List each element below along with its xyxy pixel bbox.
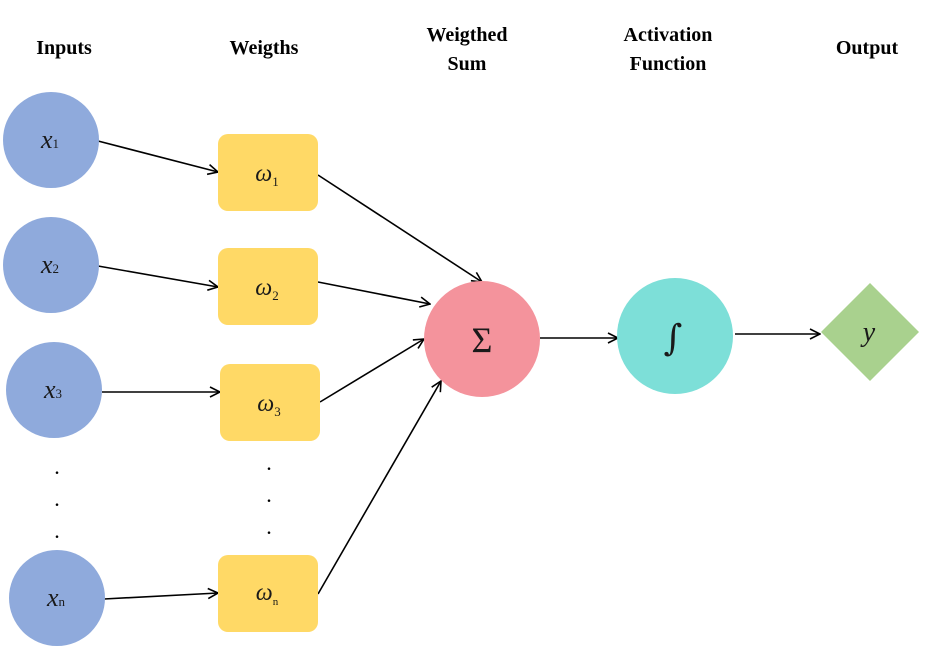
input-node-x1: x1: [3, 92, 99, 188]
output-diamond: [821, 283, 919, 381]
ellipsis-dot: .: [266, 450, 272, 475]
sum-circle: [424, 281, 540, 397]
input-circle: [6, 342, 102, 438]
header-weighted-sum-line2: Sum: [448, 53, 487, 75]
weight-rect: [218, 134, 318, 211]
ellipsis-dot: .: [266, 514, 272, 539]
weight-label: ω3: [257, 391, 280, 419]
input-ellipsis: . . .: [54, 454, 60, 543]
weight-box-w2: ω2: [218, 248, 318, 325]
header-activation-line2: Function: [630, 53, 707, 75]
input-node-xn: xn: [9, 550, 105, 646]
arrow-w1-sum: [317, 174, 482, 282]
weight-box-w3: ω3: [220, 364, 320, 441]
arrow-x1-w1: [97, 140, 218, 172]
input-circle: [3, 92, 99, 188]
weight-rect: [218, 555, 318, 632]
arrow-w3-sum: [319, 339, 424, 403]
header-activation-line1: Activation: [624, 24, 713, 46]
arrow-wn-sum: [317, 381, 441, 595]
arrow-w2-sum: [317, 281, 430, 304]
input-circle: [3, 217, 99, 313]
weight-to-sum-arrows: [317, 174, 482, 595]
weight-box-wn: ωn: [218, 555, 318, 632]
ellipsis-dot: .: [266, 482, 272, 507]
weight-box-w1: ω1: [218, 134, 318, 211]
header-weights: Weigths: [230, 37, 299, 59]
input-label: x3: [43, 375, 62, 404]
ellipsis-dot: .: [54, 518, 60, 543]
input-label: x1: [40, 125, 59, 154]
sum-node: Σ: [424, 281, 540, 397]
activation-symbol: ∫: [664, 318, 683, 359]
header-inputs: Inputs: [36, 37, 92, 59]
weight-label: ω1: [255, 161, 278, 189]
weight-label: ω2: [255, 275, 278, 303]
input-node-x2: x2: [3, 217, 99, 313]
sum-symbol: Σ: [472, 320, 493, 360]
activation-circle: [617, 278, 733, 394]
input-to-weight-arrows: [97, 140, 220, 600]
arrow-x2-w2: [97, 265, 218, 287]
input-label: x2: [40, 250, 59, 279]
input-label: xn: [46, 583, 66, 612]
input-node-x3: x3: [6, 342, 102, 438]
output-node: y: [821, 283, 919, 381]
ellipsis-dot: .: [54, 486, 60, 511]
activation-node: ∫: [617, 278, 733, 394]
weight-label: ωn: [256, 580, 279, 608]
output-symbol: y: [860, 317, 876, 348]
arrow-xn-wn: [103, 593, 218, 600]
ellipsis-dot: .: [54, 454, 60, 479]
header-weighted-sum-line1: Weigthed: [426, 24, 507, 46]
weight-rect: [220, 364, 320, 441]
header-output: Output: [836, 37, 899, 59]
input-circle: [9, 550, 105, 646]
weight-ellipsis: . . .: [266, 450, 272, 539]
weight-rect: [218, 248, 318, 325]
